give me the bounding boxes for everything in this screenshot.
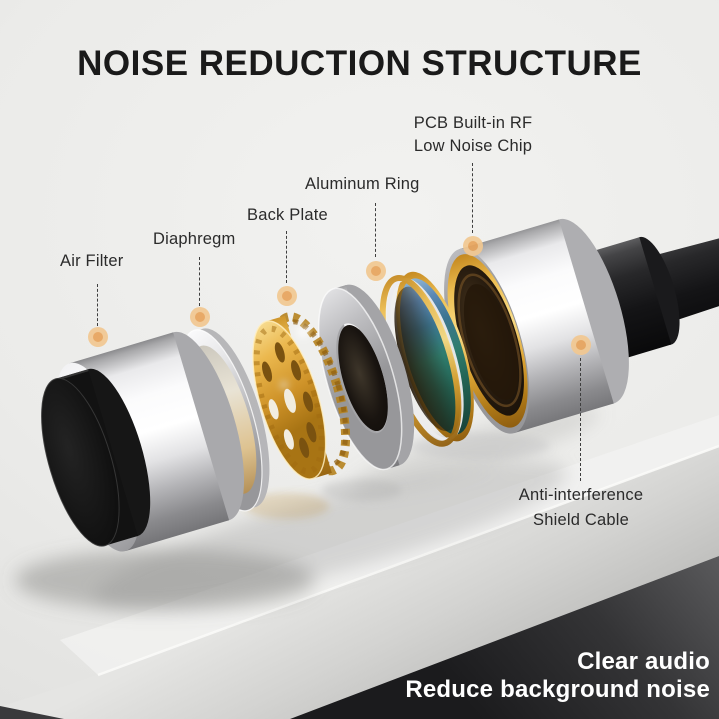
callout-label-line1: PCB Built-in RF xyxy=(413,114,533,132)
exploded-capsule xyxy=(41,218,719,552)
callout-label: Aluminum Ring xyxy=(305,175,420,193)
callout-dashed-line xyxy=(580,358,581,481)
callout-label: Diaphregm xyxy=(153,230,236,248)
callout-label: Air Filter xyxy=(60,252,124,270)
tagline-line2: Reduce background noise xyxy=(405,676,710,703)
callout-label-line2: Low Noise Chip xyxy=(413,137,533,155)
callout-label: Back Plate xyxy=(247,206,328,224)
callout-dashed-line xyxy=(97,284,98,326)
callout-dot xyxy=(88,327,108,347)
callout-dashed-line xyxy=(286,231,287,283)
driver-body xyxy=(444,218,629,434)
dark-backdrop xyxy=(290,556,719,719)
callout-dashed-line xyxy=(375,203,376,257)
aluminum-ring xyxy=(317,284,415,471)
callout-dashed-line xyxy=(472,163,473,233)
tagline-line1: Clear audio xyxy=(577,648,710,675)
callout-dashed-line xyxy=(199,257,200,306)
back-plate xyxy=(252,312,351,480)
tagline: Clear audio Reduce background noise xyxy=(405,648,710,704)
callout-dot xyxy=(571,335,591,355)
pcb-ring xyxy=(379,271,474,447)
light-glints xyxy=(280,326,309,389)
back-plate-holes xyxy=(262,342,317,458)
air-filter-cap xyxy=(41,331,245,552)
callout-label-line2: Shield Cable xyxy=(533,511,629,529)
callout-dot xyxy=(190,307,210,327)
callout-label: Anti-interference Shield Cable xyxy=(498,483,664,533)
table-edge-highlight xyxy=(97,444,719,677)
dark-corner-left xyxy=(0,706,64,719)
page-title: NOISE REDUCTION STRUCTURE xyxy=(77,44,642,83)
callout-dot xyxy=(463,236,483,256)
callout-dot xyxy=(366,261,386,281)
callout-dot xyxy=(277,286,297,306)
callout-label-line1: Anti-interference xyxy=(518,486,644,504)
table-front-face xyxy=(0,446,719,719)
callout-label: PCB Built-in RF Low Noise Chip xyxy=(388,112,558,158)
